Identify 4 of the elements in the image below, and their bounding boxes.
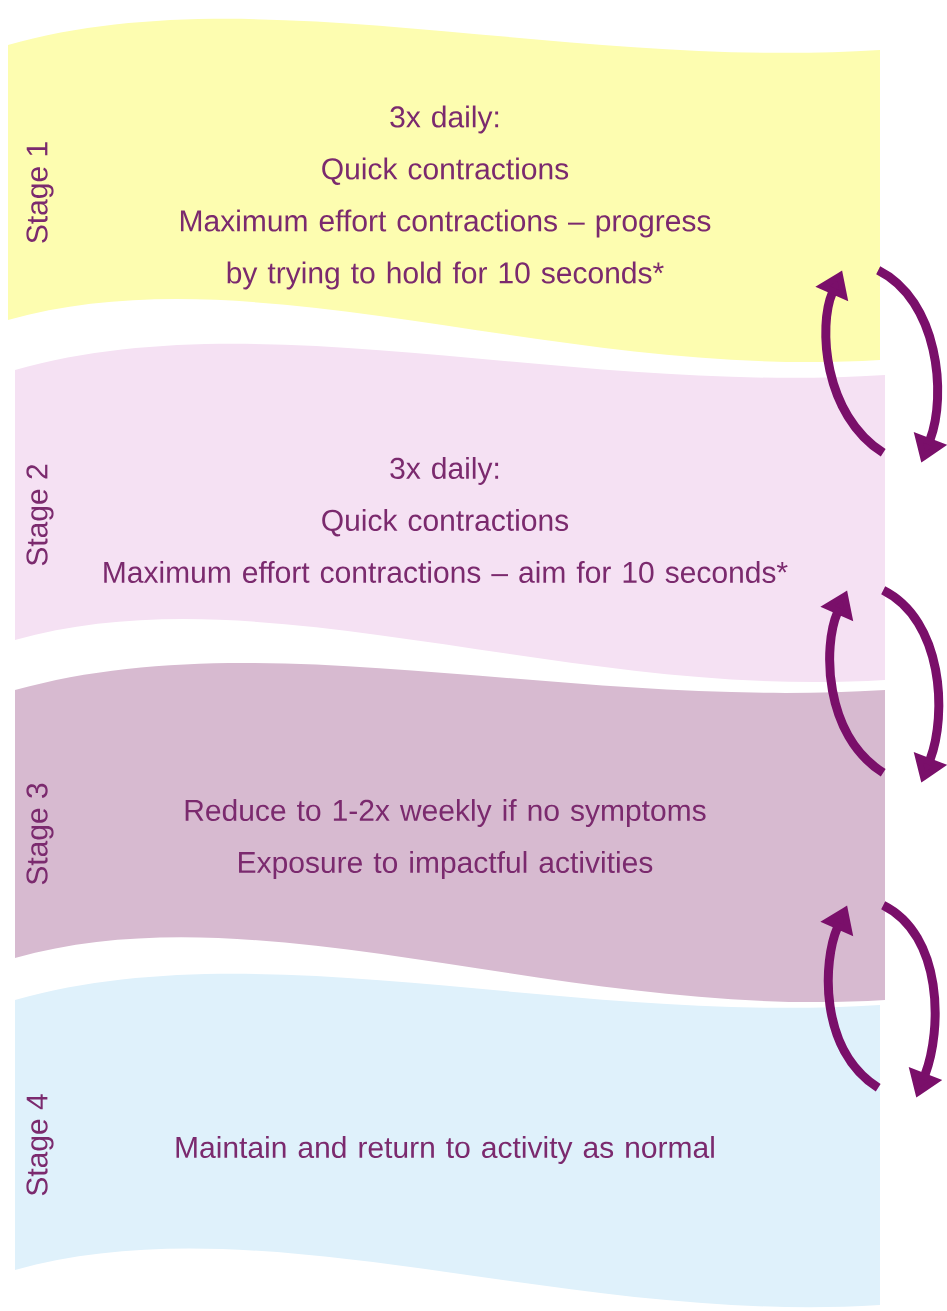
wavy-band: Stage 4 Maintain and return to activity as normal	[15, 974, 880, 1308]
wavy-band: Stage 1 3x daily: Quick contractions Maximum effort contractions – progress by trying to hold for 10 seconds*	[8, 19, 880, 363]
wavy-band: Stage 3 Reduce to 1-2x weekly if no symptoms Exposure to impactful activities	[15, 663, 885, 1003]
wavy-band: Stage 2 3x daily: Quick contractions Maximum effort contractions – aim for 10 seconds*	[15, 344, 885, 683]
